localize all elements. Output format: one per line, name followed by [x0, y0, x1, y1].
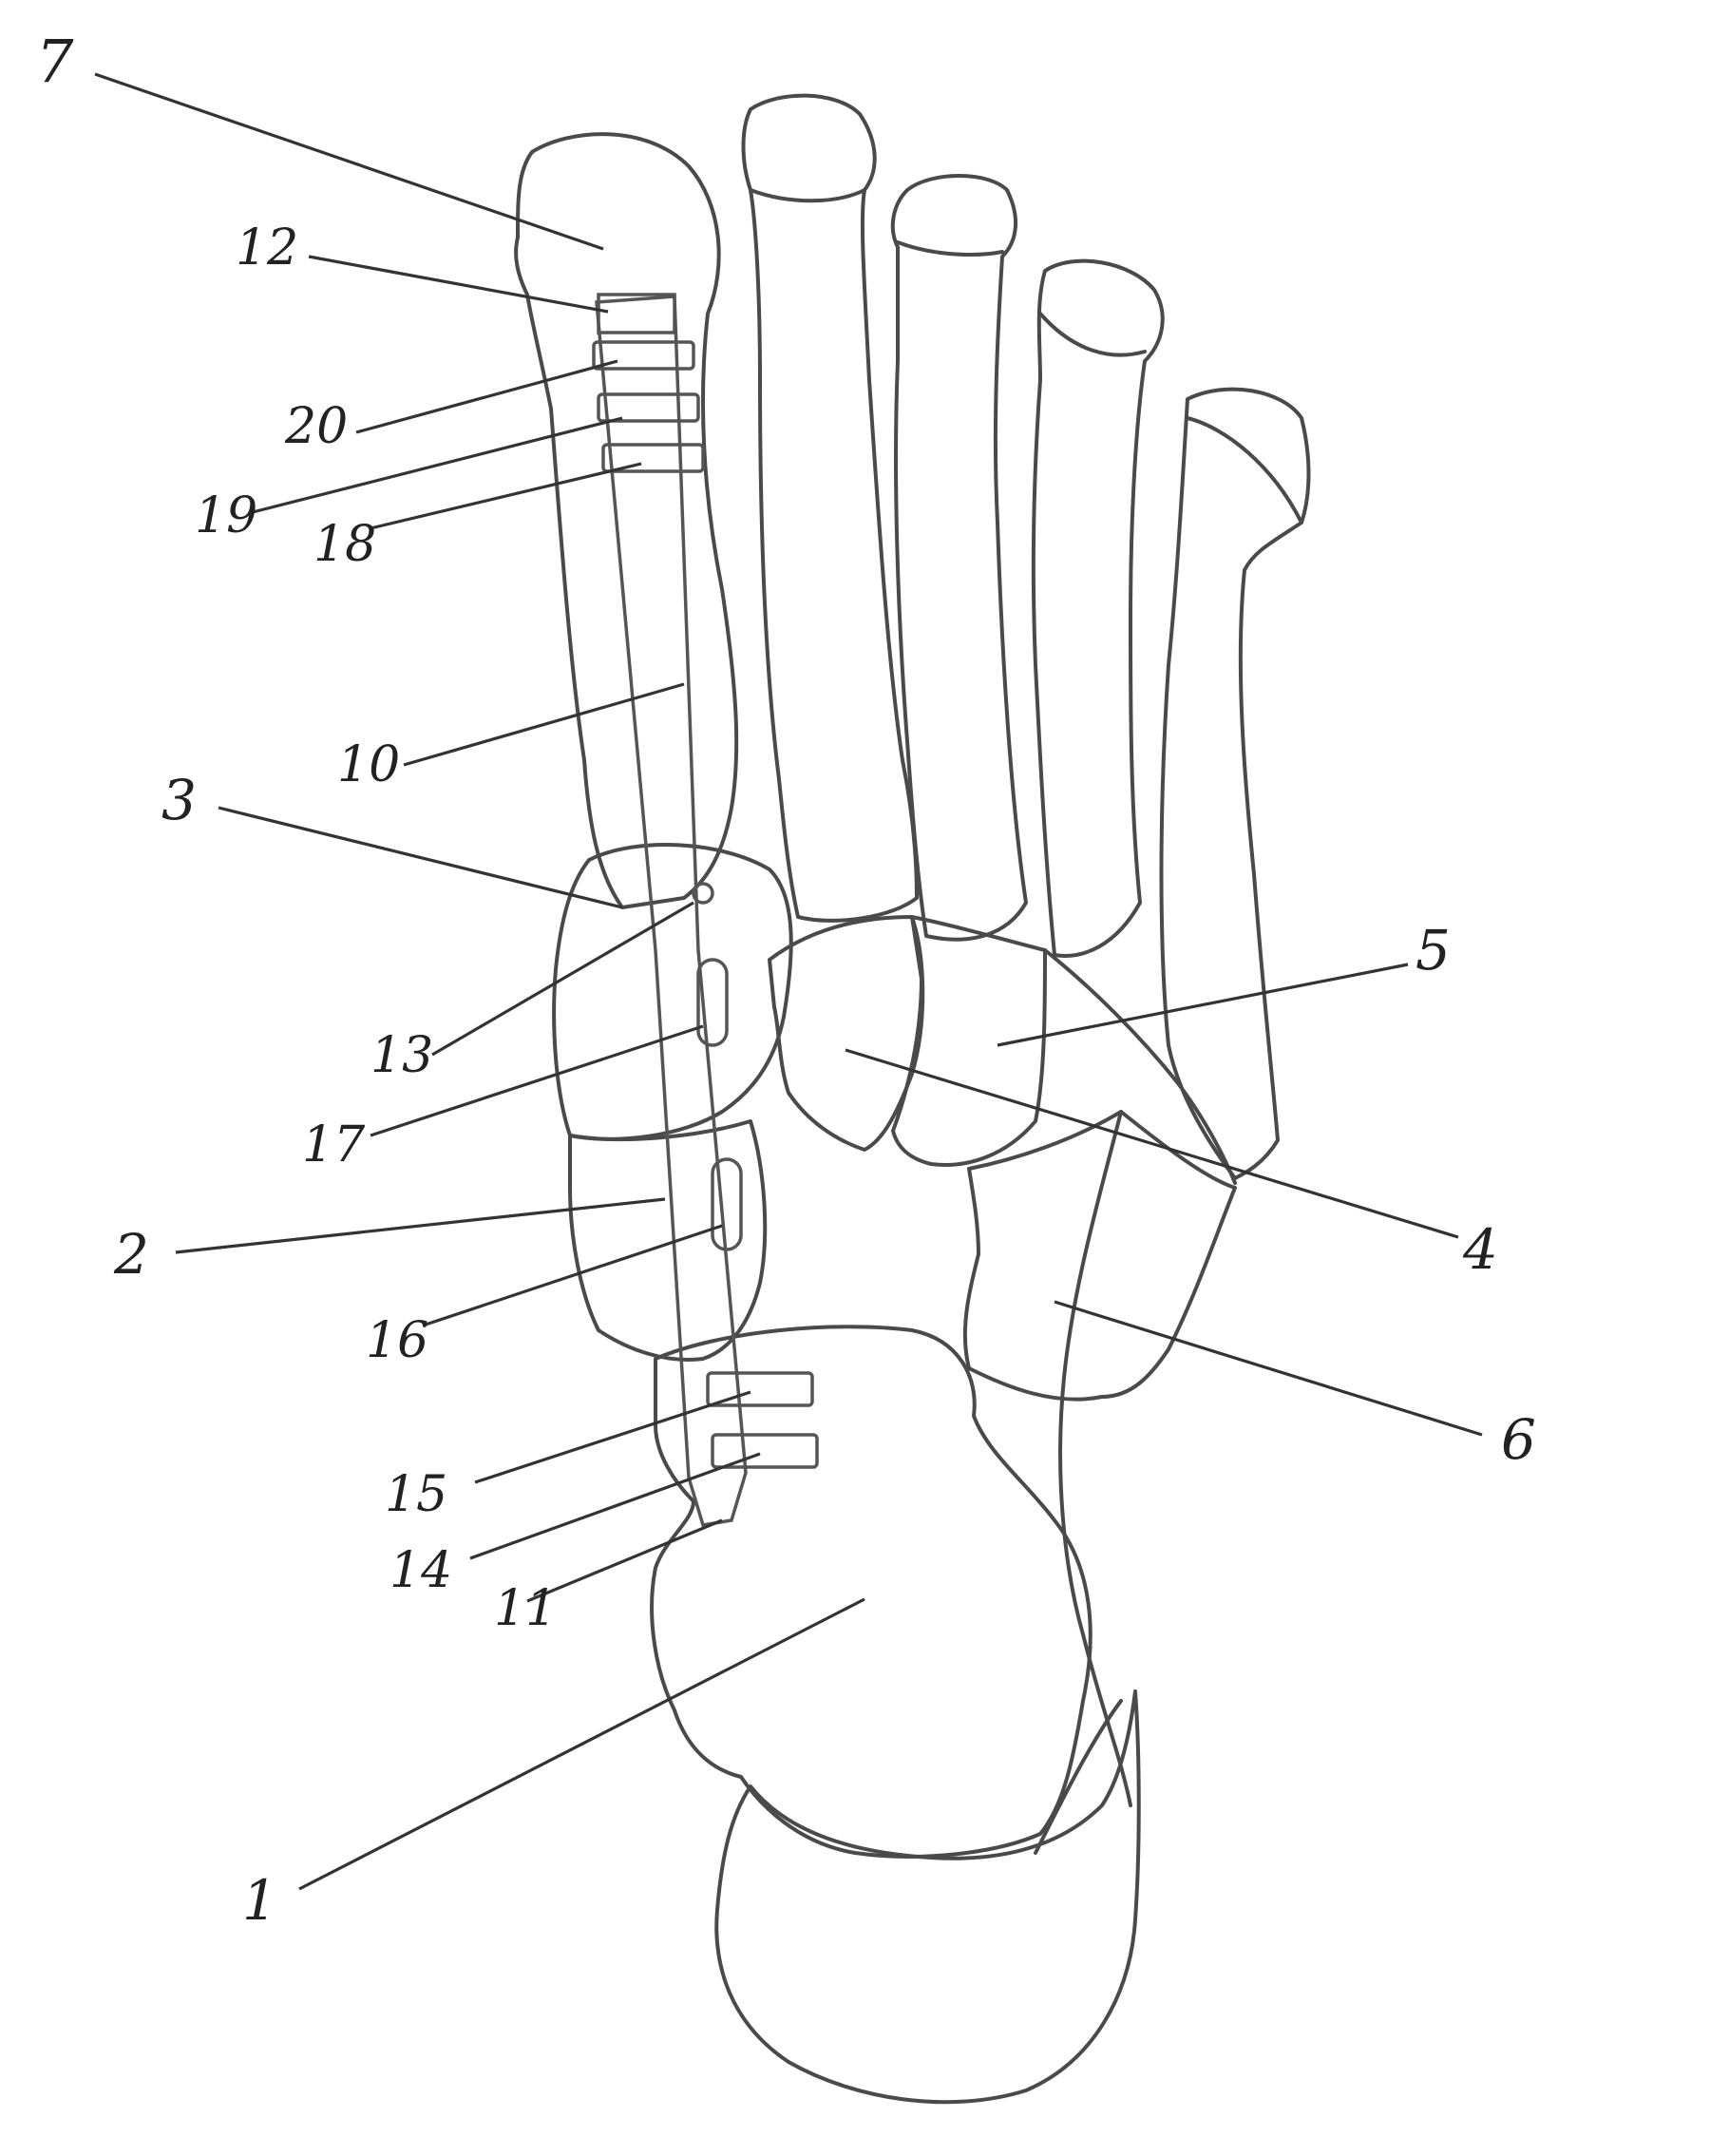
first-ray-bone — [516, 134, 736, 907]
label-15: 15 — [385, 1466, 447, 1523]
fifth-metatarsal-cap — [1188, 418, 1302, 523]
leader-6 — [1054, 1302, 1482, 1435]
label-4: 4 — [1462, 1217, 1498, 1282]
screw-19 — [598, 394, 698, 421]
label-13: 13 — [370, 1027, 433, 1084]
fourth-metatarsal — [1034, 261, 1163, 956]
label-14: 14 — [390, 1542, 452, 1599]
fourth-metatarsal-cap — [1040, 314, 1145, 355]
leader-3 — [218, 808, 622, 907]
label-17: 17 — [302, 1116, 366, 1173]
second-metatarsal-cap — [750, 190, 864, 200]
third-metatarsal-cap — [898, 242, 1002, 255]
cuboid — [965, 1112, 1235, 1400]
medial-cuneiform — [554, 845, 791, 1139]
label-20: 20 — [284, 398, 348, 455]
reference-numerals: 7 12 20 19 18 10 3 13 17 2 16 15 14 11 1… — [36, 27, 1536, 1933]
label-3: 3 — [162, 768, 197, 832]
calcaneus — [716, 1691, 1138, 2102]
second-metatarsal — [744, 96, 918, 921]
label-11: 11 — [494, 1580, 557, 1637]
foot-skeleton — [516, 96, 1308, 2103]
label-1: 1 — [242, 1868, 277, 1933]
label-19: 19 — [195, 487, 257, 544]
screw-18 — [603, 445, 703, 471]
leader-5 — [998, 964, 1408, 1045]
label-12: 12 — [236, 219, 298, 277]
leader-4 — [846, 1050, 1458, 1237]
label-2: 2 — [113, 1222, 149, 1287]
leader-2 — [176, 1199, 665, 1252]
slot-16 — [712, 1159, 741, 1250]
leader-10 — [404, 684, 684, 765]
label-16: 16 — [366, 1312, 428, 1369]
third-metatarsal — [893, 176, 1026, 940]
leader-15 — [475, 1392, 750, 1482]
joint-line-a — [1045, 950, 1235, 1183]
label-18: 18 — [314, 516, 376, 573]
fifth-metatarsal — [1162, 390, 1309, 1178]
leader-1 — [299, 1599, 864, 1889]
screw-14 — [712, 1435, 817, 1467]
label-5: 5 — [1416, 918, 1451, 983]
label-7: 7 — [36, 27, 74, 96]
leader-20 — [356, 361, 618, 432]
label-10: 10 — [337, 736, 400, 793]
label-6: 6 — [1501, 1407, 1536, 1472]
leader-12 — [309, 257, 608, 312]
